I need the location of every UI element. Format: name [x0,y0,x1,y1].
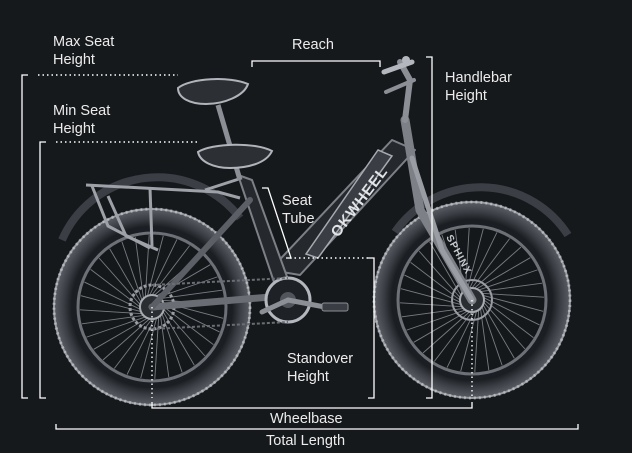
spoke [98,257,141,305]
spoke [474,246,522,289]
spoke [429,241,462,296]
max-seat-height-label: Max Seat Height [53,33,114,69]
spoke [480,308,490,371]
spoke [483,299,534,338]
seat-tube-label-line2: Tube [282,211,315,227]
spoke [483,302,526,350]
spoke [161,313,183,373]
total-length-bracket [55,424,579,430]
standover-height-label-line2: Height [287,369,329,385]
handlebar-height-label: Handlebar Height [445,69,512,105]
spoke [422,311,470,354]
max-seat-height-label-line2: Height [53,52,95,68]
spoke [481,306,503,366]
min-seat-height-label: Min Seat Height [53,102,110,138]
spoke [160,315,170,378]
spoke [446,311,475,368]
spoke [469,232,498,289]
front-disc-brake [451,279,493,321]
reach-label: Reach [292,37,334,53]
handlebar-height-bracket [426,56,433,399]
spoke [474,309,480,372]
spoke [482,304,515,359]
min-seat-height-label-line1: Min Seat [53,103,111,119]
spoke [476,257,531,290]
standover-height-bracket [368,257,375,399]
spoke [121,241,143,301]
seat-tube-label: Seat Tube [282,192,315,228]
spoke [466,228,484,290]
rear-rack [85,176,243,252]
spoke [109,248,142,303]
spoke [418,250,461,298]
standover-height-label: Standover Height [287,350,353,386]
min-seat-height-label-line2: Height [53,121,95,137]
handlebar-height-label-line2: Height [445,88,487,104]
rear-fender [58,173,244,242]
spoke [410,262,461,301]
spoke [81,315,144,325]
seat-tube-bracket [262,187,292,259]
seat-tube-label-line1: Seat [282,193,312,209]
spoke [400,288,462,306]
spoke [434,311,473,362]
wheelbase-label: Wheelbase [270,411,343,427]
spoke [471,238,510,289]
spoke [460,310,478,372]
spoke [478,269,538,291]
spoke [406,309,466,331]
spoke [481,292,544,298]
spoke [413,310,468,343]
spoke [401,308,464,318]
wheelbase-bracket [151,402,473,409]
crankset [151,276,349,330]
spoke [482,294,544,312]
seat-assembly [176,78,274,181]
spoke [480,282,543,292]
spoke [151,245,190,296]
max-seat-height-bracket [21,74,28,399]
spoke [86,316,146,338]
reach-bracket [251,60,381,67]
spoke [483,297,540,326]
handlebar-assembly [381,56,416,123]
handlebar-height-label-line1: Handlebar [445,70,512,86]
total-length-label: Total Length [266,433,346,449]
min-seat-height-bracket [39,141,46,399]
max-seat-height-label-line1: Max Seat [53,34,115,50]
spoke [93,317,148,350]
standover-height-label-line1: Standover [287,351,354,367]
front-fender [391,183,572,238]
measurement-lines [21,56,579,430]
spoke [400,302,463,308]
spoke [464,228,470,291]
